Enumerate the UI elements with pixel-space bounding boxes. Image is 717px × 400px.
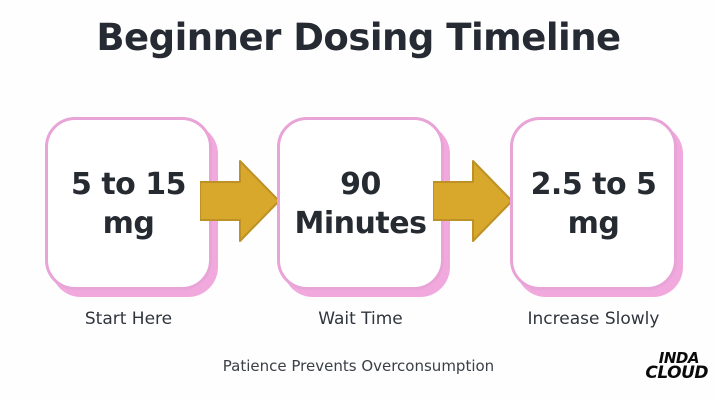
step-label-wait-time: Wait Time <box>318 309 403 329</box>
right-arrow-icon <box>200 160 280 242</box>
indacloud-logo: INDA CLOUD <box>645 349 708 383</box>
page-title: Beginner Dosing Timeline <box>96 16 621 59</box>
step-box-start-dose: 5 to 15 mg <box>45 117 212 290</box>
dose-line-2: Minutes <box>294 205 427 241</box>
logo-line-cloud: CLOUD <box>645 362 708 383</box>
dose-line-2: mg <box>102 205 155 241</box>
dose-value: 5 to 15 mg <box>71 165 186 243</box>
dose-line-1: 2.5 to 5 <box>530 166 657 202</box>
step-box-increase-dose: 2.5 to 5 mg <box>510 117 677 290</box>
step-label-start-here: Start Here <box>84 309 173 329</box>
dose-value: 90 Minutes <box>295 165 427 243</box>
footer-tagline: Patience Prevents Overconsumption <box>222 357 495 375</box>
right-arrow-icon <box>433 160 513 242</box>
dose-line-1: 90 <box>340 166 381 202</box>
dose-value: 2.5 to 5 mg <box>531 165 657 243</box>
logo-line-inda: INDA <box>658 349 700 367</box>
dose-line-2: mg <box>567 205 620 241</box>
step-box-wait-time: 90 Minutes <box>277 117 444 290</box>
dose-line-1: 5 to 15 <box>71 166 186 202</box>
step-label-increase-slowly: Increase Slowly <box>527 309 660 329</box>
